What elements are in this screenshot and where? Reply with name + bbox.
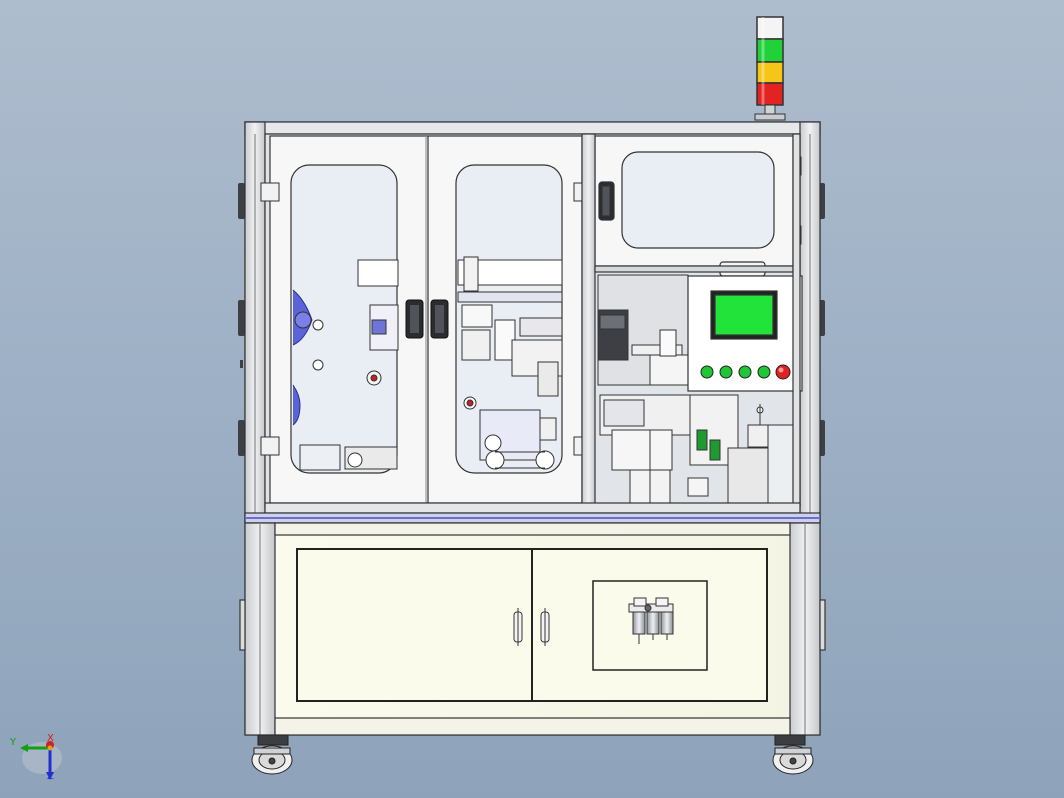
axis-label-x: X	[47, 733, 54, 744]
mechanism-left	[292, 259, 399, 471]
hmi-buttons[interactable]	[700, 364, 791, 380]
frame-rails	[244, 133, 821, 524]
door-latch-icon[interactable]	[513, 608, 550, 646]
caster-wheel-icon	[251, 734, 814, 775]
signal-tower-icon	[754, 16, 786, 121]
mechanism-right	[457, 256, 563, 470]
right-upper-door	[594, 135, 794, 267]
axis-label-y: Y	[10, 737, 17, 748]
axis-triad-icon	[20, 741, 62, 780]
hmi-screen[interactable]	[714, 294, 774, 336]
lower-doors	[296, 548, 768, 702]
air-filter-regulator-icon	[628, 597, 674, 644]
door-handle-icon[interactable]	[405, 299, 449, 339]
axis-label-z: Z	[47, 771, 54, 782]
